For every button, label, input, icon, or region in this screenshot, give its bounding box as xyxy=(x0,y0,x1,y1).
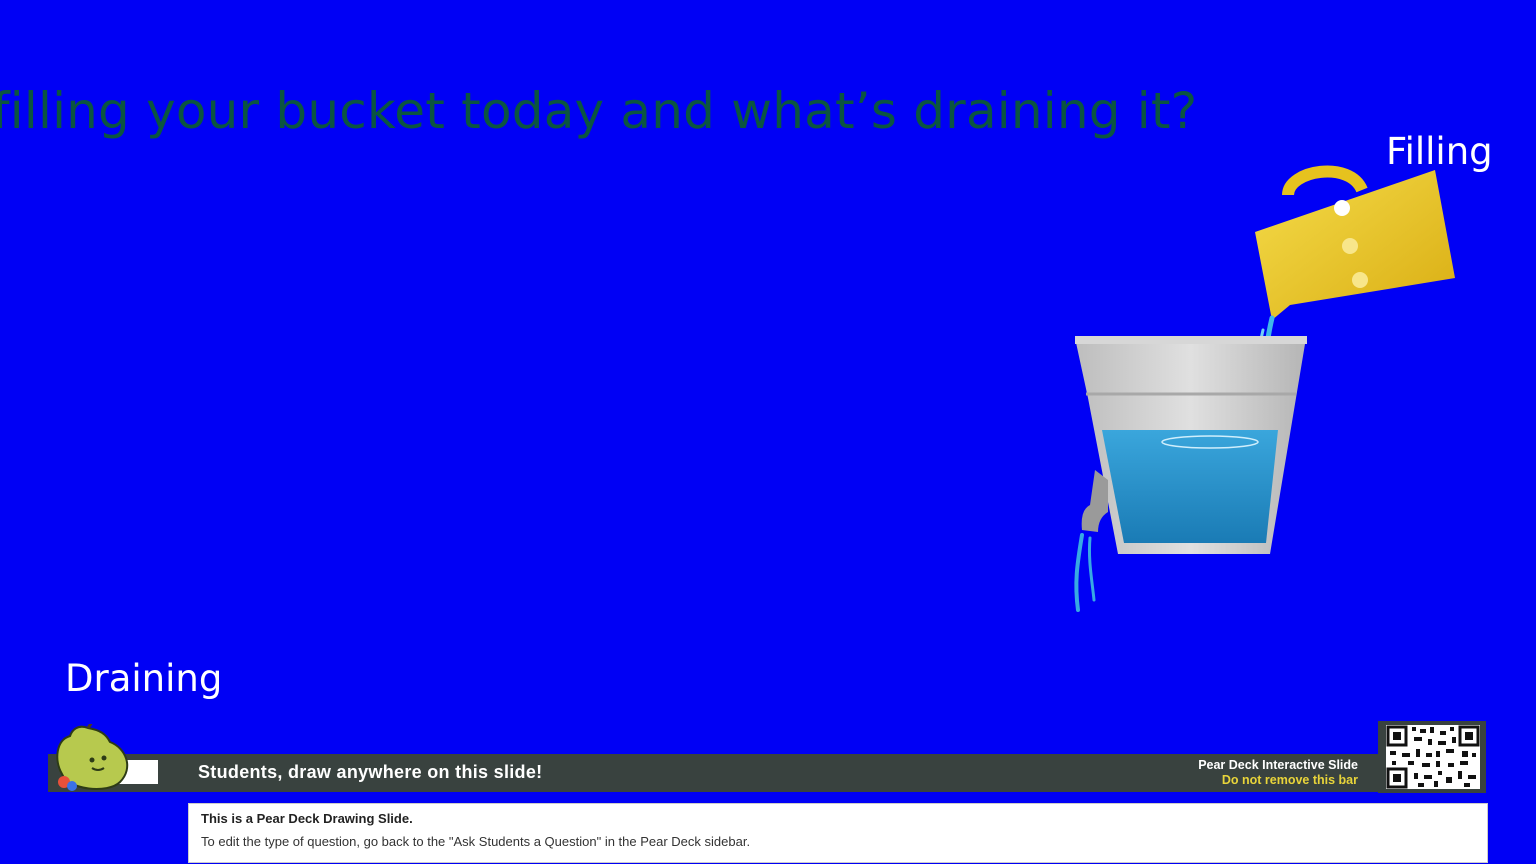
info-title: This is a Pear Deck Drawing Slide. xyxy=(201,811,413,826)
peardeck-bar: Students, draw anywhere on this slide! P… xyxy=(48,754,1486,792)
draining-label: Draining xyxy=(65,657,223,700)
peardeck-bar-notice: Pear Deck Interactive Slide Do not remov… xyxy=(1198,758,1358,788)
info-description: To edit the type of question, go back to… xyxy=(201,834,751,849)
peardeck-info-box: This is a Pear Deck Drawing Slide. To ed… xyxy=(188,803,1488,863)
bucket-illustration xyxy=(1074,165,1455,612)
filling-label: Filling xyxy=(1386,130,1493,173)
qr-code-icon[interactable] xyxy=(1378,721,1486,793)
pear-mascot-icon xyxy=(56,724,158,791)
interactive-slide-label: Pear Deck Interactive Slide xyxy=(1198,758,1358,772)
bucket-icon xyxy=(1074,336,1307,612)
do-not-remove-label: Do not remove this bar xyxy=(1221,773,1358,787)
slide-title: filling your bucket today and what’s dra… xyxy=(0,82,1198,140)
peardeck-bar-text: Students, draw anywhere on this slide! xyxy=(198,762,543,782)
pitcher-icon xyxy=(1255,165,1455,320)
